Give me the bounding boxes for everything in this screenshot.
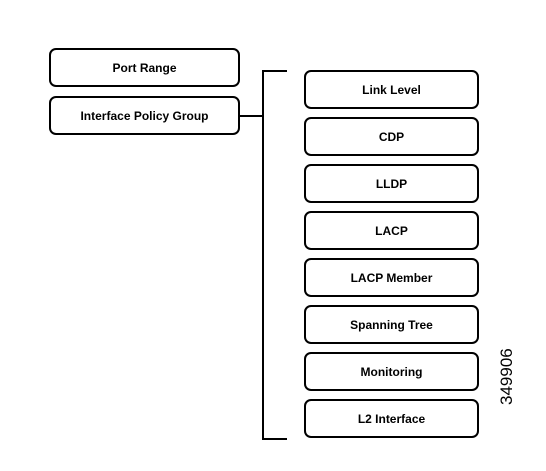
lldp-label: LLDP <box>375 176 408 191</box>
interface-policy-group-label: Interface Policy Group <box>80 108 209 123</box>
l2-interface-label: L2 Interface <box>357 411 426 426</box>
bracket-vertical-line <box>262 70 264 440</box>
spanning-tree-box: Spanning Tree <box>304 305 479 344</box>
lacp-member-label: LACP Member <box>350 270 433 285</box>
port-range-label: Port Range <box>112 60 177 75</box>
cdp-label: CDP <box>378 129 405 144</box>
bracket-bottom-tick <box>262 438 287 440</box>
interface-policy-group-box: Interface Policy Group <box>49 96 240 135</box>
link-level-label: Link Level <box>362 82 421 97</box>
lldp-box: LLDP <box>304 164 479 203</box>
cdp-box: CDP <box>304 117 479 156</box>
bracket-top-tick <box>262 70 287 72</box>
port-range-box: Port Range <box>49 48 240 87</box>
lacp-label: LACP <box>375 223 408 238</box>
connector-horizontal <box>240 115 263 117</box>
lacp-box: LACP <box>304 211 479 250</box>
monitoring-label: Monitoring <box>360 364 423 379</box>
monitoring-box: Monitoring <box>304 352 479 391</box>
spanning-tree-label: Spanning Tree <box>350 317 433 332</box>
lacp-member-box: LACP Member <box>304 258 479 297</box>
link-level-box: Link Level <box>304 70 479 109</box>
figure-id: 349906 <box>497 348 516 405</box>
l2-interface-box: L2 Interface <box>304 399 479 438</box>
